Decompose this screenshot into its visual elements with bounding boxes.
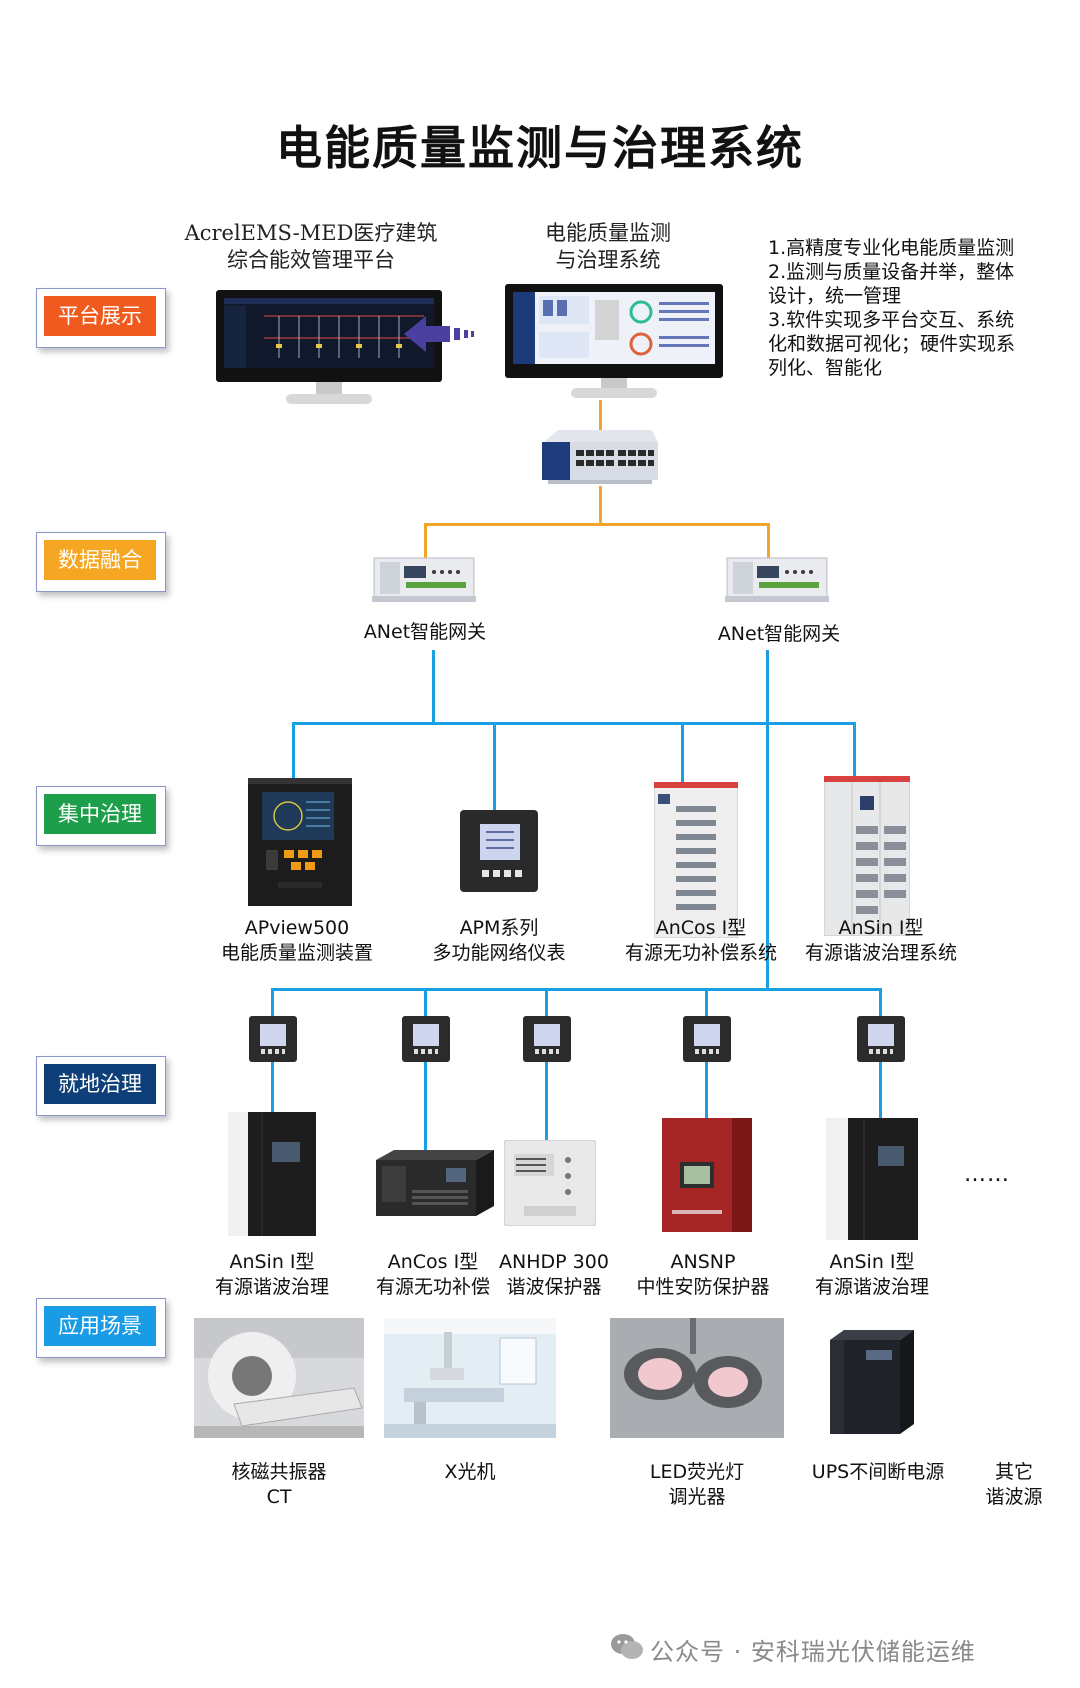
network-line — [545, 988, 548, 1016]
network-line — [705, 988, 708, 1016]
page-title: 电能质量监测与治理系统 — [276, 121, 804, 175]
arrow-left-icon — [404, 316, 474, 352]
switch-bus-line — [424, 523, 770, 526]
ups-image — [830, 1330, 914, 1434]
network-line — [424, 988, 427, 1016]
network-line — [292, 722, 856, 725]
network-line — [705, 1062, 708, 1120]
ansin-local-device-icon — [826, 1118, 918, 1240]
level-platform: 平台展示 — [34, 286, 166, 348]
level-data-fusion: 数据融合 — [34, 530, 166, 592]
level-label: 就地治理 — [44, 1064, 156, 1104]
gateway-device-icon — [725, 557, 829, 602]
scenario-label: X光机 — [444, 1461, 496, 1483]
network-line — [879, 988, 882, 1016]
network-switch-icon — [542, 430, 658, 484]
local-device-label: AnCos Ⅰ型 有源无功补偿 — [375, 1251, 490, 1298]
scenario-label: 核磁共振器 CT — [231, 1461, 327, 1508]
feature-list: 1.高精度专业化电能质量监测 2.监测与质量设备并举，整体 设计，统一管理 3.… — [768, 237, 1016, 379]
wechat-icon — [611, 1634, 643, 1659]
level-label: 应用场景 — [44, 1306, 156, 1346]
central-device-label: APM系列 多功能网络仪表 — [432, 917, 566, 964]
surgical-light-image — [610, 1318, 784, 1438]
gateway-device-icon — [372, 557, 476, 602]
ancos-local-device-icon — [376, 1150, 494, 1216]
scenario-label: 其它 谐波源 — [985, 1461, 1043, 1508]
network-line — [879, 1062, 882, 1122]
meter-icon — [402, 1016, 450, 1062]
level-label: 集中治理 — [44, 794, 156, 834]
network-line — [493, 722, 496, 810]
network-line — [271, 988, 274, 1016]
center-platform-caption: 电能质量监测 与治理系统 — [545, 221, 671, 272]
meter-icon — [683, 1016, 731, 1062]
ansin-cabinet-icon — [824, 776, 910, 936]
local-device-label: ANHDP 300 谐波保护器 — [499, 1251, 609, 1298]
central-device-label: AnCos Ⅰ型 有源无功补偿系统 — [624, 917, 777, 964]
network-line — [766, 650, 769, 990]
level-label: 平台展示 — [44, 296, 156, 336]
watermark: 公众号 · 安科瑞光伏储能运维 — [650, 1638, 976, 1666]
network-line — [853, 722, 856, 778]
local-device-label: AnSin Ⅰ型 有源谐波治理 — [814, 1251, 929, 1298]
network-line — [271, 1062, 274, 1118]
gateway-left-uplink — [424, 523, 427, 559]
network-line — [424, 1062, 427, 1160]
switch-downlink-line — [599, 486, 602, 524]
anhdp300-device-icon — [504, 1140, 596, 1226]
gateway-label: ANet智能网关 — [717, 623, 841, 645]
central-device-label: AnSin Ⅰ型 有源谐波治理系统 — [804, 917, 957, 964]
quality-system-monitor — [505, 284, 723, 400]
apview500-device-icon — [248, 778, 352, 906]
gateway-right-uplink — [767, 523, 770, 559]
meter-icon — [857, 1016, 905, 1062]
left-platform-caption: AcrelEMS-MED医疗建筑 综合能效管理平台 — [184, 221, 438, 272]
meter-icon — [249, 1016, 297, 1062]
meter-icon — [523, 1016, 571, 1062]
central-device-label: APview500 电能质量监测装置 — [220, 917, 373, 964]
network-line — [681, 722, 684, 784]
ansnp-device-icon — [662, 1118, 752, 1232]
ansin-local-device-icon — [228, 1112, 316, 1236]
uplink-line — [599, 400, 602, 430]
network-line — [545, 1062, 548, 1144]
ct-scanner-image — [194, 1318, 364, 1438]
scenario-label: LED荧光灯 调光器 — [649, 1461, 745, 1508]
xray-room-image — [384, 1318, 556, 1438]
level-scenario: 应用场景 — [34, 1296, 166, 1358]
gateway-label: ANet智能网关 — [363, 621, 487, 643]
level-central: 集中治理 — [34, 784, 166, 846]
local-device-label: ANSNP 中性安防保护器 — [636, 1251, 770, 1298]
more-ellipsis: …… — [964, 1162, 1010, 1187]
ancos-cabinet-icon — [654, 782, 738, 938]
network-line — [271, 988, 882, 991]
local-device-label: AnSin Ⅰ型 有源谐波治理 — [214, 1251, 329, 1298]
network-line — [292, 722, 295, 778]
level-label: 数据融合 — [44, 540, 156, 580]
network-line — [432, 650, 435, 724]
ems-platform-monitor — [216, 290, 442, 406]
level-local: 就地治理 — [34, 1054, 166, 1116]
apm-meter-icon — [460, 810, 538, 892]
scenario-label: UPS不间断电源 — [811, 1461, 945, 1483]
